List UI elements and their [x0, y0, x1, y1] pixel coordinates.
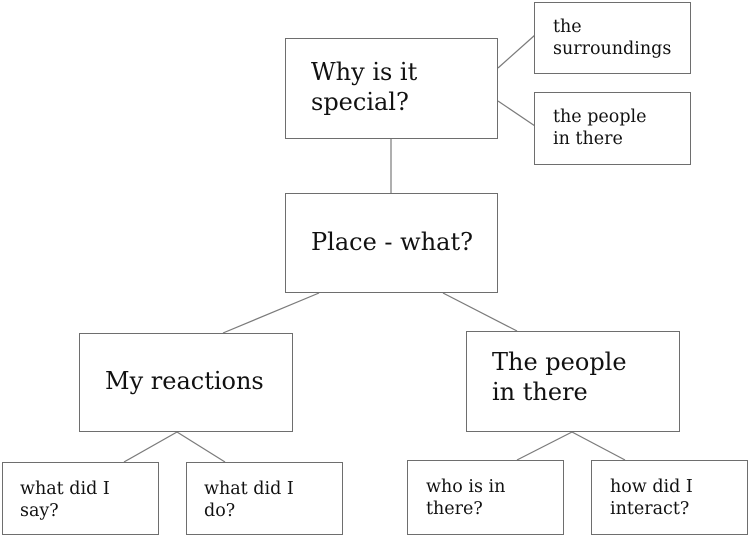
connector-place-to-people-in-there [442, 292, 518, 332]
node-place-what: Place - what? [285, 193, 498, 293]
connector-people-to-who [516, 431, 573, 461]
connector-reactions-to-say [123, 431, 178, 463]
node-the-people-in-there-small: the people in there [534, 92, 691, 165]
node-my-reactions: My reactions [79, 333, 293, 432]
node-the-surroundings: the surroundings [534, 2, 691, 74]
connector-place-to-reactions [222, 292, 320, 334]
node-the-people-in-there: The people in there [466, 331, 680, 432]
node-label: the surroundings [553, 17, 672, 59]
connector-why-to-surroundings [497, 34, 536, 69]
node-label: what did I say? [20, 479, 110, 521]
connector-why-to-people [497, 100, 536, 127]
node-label: how did I interact? [610, 477, 693, 519]
node-label: My reactions [105, 367, 264, 395]
node-what-did-i-say: what did I say? [2, 462, 159, 535]
node-label: The people in there [492, 348, 627, 406]
node-label: the people in there [553, 107, 647, 149]
node-label: Place - what? [311, 228, 473, 256]
node-why-is-it-special: Why is it special? [285, 38, 498, 139]
node-label: Why is it special? [311, 58, 418, 116]
node-label: what did I do? [204, 479, 294, 521]
connector-reactions-to-do [176, 431, 226, 463]
node-who-is-in-there: who is in there? [407, 460, 564, 535]
node-how-did-i-interact: how did I interact? [591, 460, 748, 535]
node-what-did-i-do: what did I do? [186, 462, 343, 535]
connector-people-to-interact [571, 431, 626, 461]
node-label: who is in there? [426, 477, 506, 519]
